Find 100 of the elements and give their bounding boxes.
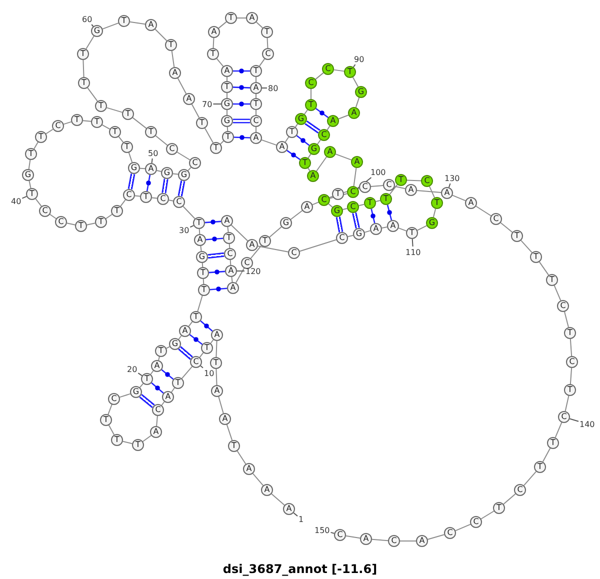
leader-line xyxy=(330,532,335,534)
base-circle: A xyxy=(324,146,336,158)
base-pair-line xyxy=(139,394,155,408)
backbone-line xyxy=(355,97,360,108)
backbone-line xyxy=(105,214,113,220)
backbone-line xyxy=(188,166,192,172)
backbone-line xyxy=(151,197,158,199)
base-circle: A xyxy=(151,360,163,372)
base-circle: C xyxy=(359,181,371,193)
base-circle: G xyxy=(130,386,142,398)
backbone-line xyxy=(82,60,84,78)
position-number: 140 xyxy=(580,420,595,428)
base-circle: A xyxy=(162,391,174,403)
backbone-line xyxy=(35,198,42,207)
base-circle: T xyxy=(91,116,103,128)
backbone-line xyxy=(236,450,246,464)
base-circle: G xyxy=(178,169,190,181)
position-number: 20 xyxy=(127,364,138,374)
base-circle: T xyxy=(95,216,107,228)
backbone-line xyxy=(86,222,96,226)
backbone-line xyxy=(191,104,200,118)
backbone-line xyxy=(216,58,224,67)
base-circle: C xyxy=(318,129,330,141)
base-circle: C xyxy=(318,194,330,206)
backbone-line xyxy=(256,22,264,28)
base-circle: T xyxy=(198,284,210,296)
base-pair-line xyxy=(161,369,174,380)
backbone-line xyxy=(140,168,146,170)
base-circle: A xyxy=(211,385,223,397)
base-circle: T xyxy=(111,434,123,446)
base-circle: C xyxy=(250,115,262,127)
base-circle: T xyxy=(207,48,219,60)
base-pair-line xyxy=(233,118,250,124)
base-circle: T xyxy=(190,311,202,323)
backbone-line xyxy=(315,72,324,80)
backbone-line xyxy=(216,340,218,358)
backbone-line xyxy=(564,395,570,412)
base-circle: C xyxy=(55,216,67,228)
backbone-line xyxy=(182,206,196,220)
base-circle: T xyxy=(196,117,208,129)
base-circle: T xyxy=(299,157,311,169)
base-circle: T xyxy=(122,108,134,120)
base-circle: T xyxy=(305,99,317,111)
base-circle: T xyxy=(286,126,298,138)
base-pair-line xyxy=(178,180,186,197)
backbone-line xyxy=(345,535,361,539)
base-circle: T xyxy=(155,345,167,357)
backbone-line xyxy=(290,210,303,220)
base-circle: T xyxy=(259,235,271,247)
backbone-line xyxy=(266,38,268,48)
base-circle: A xyxy=(351,156,363,168)
backbone-line xyxy=(156,415,158,427)
backbone-line xyxy=(119,393,131,398)
backbone-line xyxy=(212,38,214,48)
base-circle: T xyxy=(221,81,233,93)
backbone-line xyxy=(554,285,562,301)
base-circle: A xyxy=(405,184,417,196)
backbone-line xyxy=(370,185,384,187)
base-circle: T xyxy=(78,77,90,89)
base-circle: C xyxy=(514,484,526,496)
base-circle: T xyxy=(223,232,235,244)
position-number: 40 xyxy=(11,196,22,206)
base-circle: A xyxy=(145,163,157,175)
backbone-line xyxy=(299,239,337,252)
base-pair-line xyxy=(286,150,300,160)
base-circle: T xyxy=(380,193,392,205)
backbone-line xyxy=(202,262,204,268)
base-circle: T xyxy=(546,274,558,286)
base-circle: T xyxy=(222,131,234,143)
base-circle: C xyxy=(39,205,51,217)
base-circle: T xyxy=(118,15,130,27)
backbone-line xyxy=(63,121,72,125)
base-pair-line xyxy=(206,238,224,240)
backbone-line xyxy=(427,534,445,540)
base-circle: T xyxy=(140,191,152,203)
base-pair-line xyxy=(233,70,250,72)
base-circle: G xyxy=(355,86,367,98)
base-pair-line xyxy=(234,136,250,138)
backbone-line xyxy=(284,136,290,142)
backbone-line xyxy=(155,135,168,146)
base-circle: C xyxy=(157,193,169,205)
backbone-line xyxy=(197,295,203,312)
base-circle: A xyxy=(301,201,313,213)
base-circle: A xyxy=(150,426,162,438)
base-circle: T xyxy=(530,251,542,263)
backbone-line xyxy=(252,473,264,486)
position-number: 1 xyxy=(298,514,304,524)
backbone-line xyxy=(106,107,123,113)
base-circle: C xyxy=(421,175,433,187)
backbone-line xyxy=(316,156,328,172)
base-circle: A xyxy=(211,329,223,341)
backbone-line xyxy=(269,226,282,238)
backbone-line xyxy=(86,36,94,50)
backbone-line xyxy=(226,76,228,82)
base-circle: T xyxy=(534,461,546,473)
backbone-line xyxy=(352,76,359,88)
backbone-line xyxy=(455,524,471,532)
backbone-line xyxy=(120,199,126,207)
backbone-line xyxy=(220,140,224,144)
leader-line xyxy=(236,270,245,272)
